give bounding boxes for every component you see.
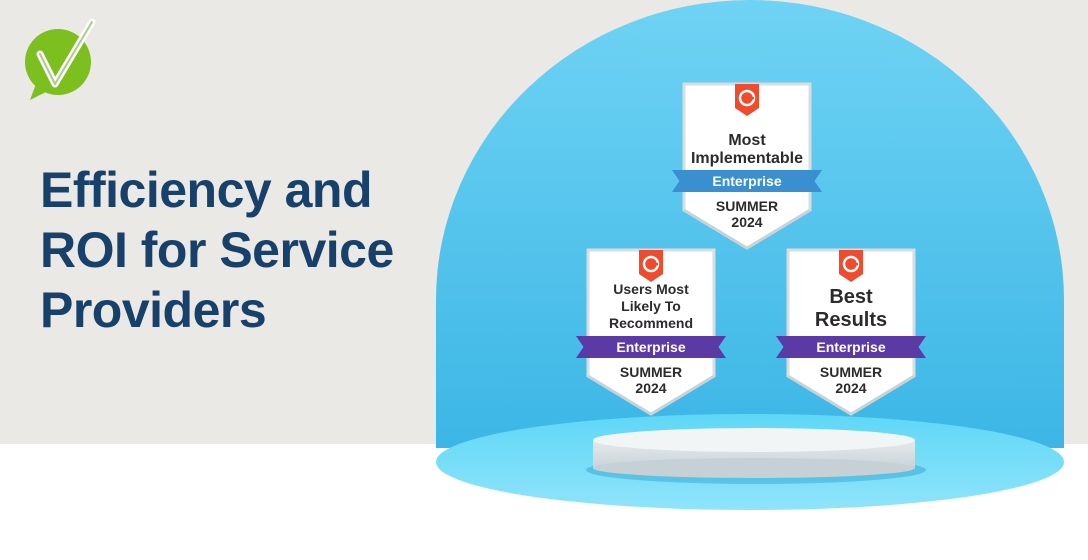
headline-line-1: Efficiency and: [40, 162, 373, 218]
badge-ribbon: Enterprise: [576, 336, 726, 358]
badge-title: Users Most Likely To Recommend: [608, 281, 694, 331]
badge-ribbon: Enterprise: [776, 336, 926, 358]
g2-logo-icon: [839, 250, 863, 282]
badge-users-most-likely-to-recommend: Users Most Likely To Recommend Enterpris…: [576, 248, 726, 418]
g2-logo-icon: [735, 84, 759, 116]
headline-line-2: ROI for Service: [40, 222, 394, 278]
checkmark-logo-icon: [22, 18, 102, 102]
badge-ribbon: Enterprise: [672, 170, 822, 192]
badge-best-results: Best Results Enterprise SUMMER 2024: [776, 248, 926, 418]
badge-title: Most Implementable: [690, 132, 804, 167]
page-title: Efficiency and ROI for Service Providers: [40, 160, 460, 340]
badge-season: SUMMER 2024: [619, 364, 683, 396]
badge-season: SUMMER 2024: [819, 364, 883, 396]
headline-line-3: Providers: [40, 282, 267, 338]
g2-logo-icon: [639, 250, 663, 282]
badge-most-implementable: Most Implementable Enterprise SUMMER 202…: [672, 82, 822, 252]
badge-title: Best Results: [814, 286, 888, 331]
badge-season: SUMMER 2024: [715, 198, 779, 230]
podium-top: [593, 428, 915, 452]
